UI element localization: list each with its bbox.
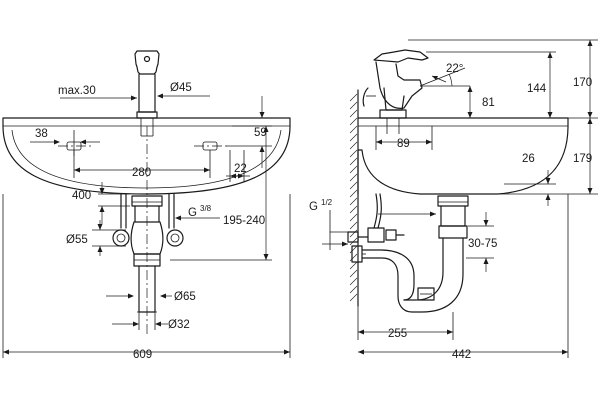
dim-30-75: 30-75 <box>466 212 497 272</box>
dim-max30: max.30 <box>58 85 137 101</box>
dim-26: 26 <box>504 153 556 206</box>
dim-d55: Ø55 <box>66 220 126 256</box>
side-view: 22° 144 170 81 <box>309 39 598 361</box>
d442-label: 442 <box>452 349 471 361</box>
d22-label: 22 <box>234 163 247 175</box>
d30-75-label: 30-75 <box>468 238 497 250</box>
front-faucet <box>134 50 160 137</box>
g38-frac-label: 3/8 <box>200 204 212 213</box>
d609-label: 609 <box>133 349 152 361</box>
d255-label: 255 <box>388 328 407 340</box>
dim-d65: Ø65 <box>106 291 196 303</box>
d59-label: 59 <box>254 127 267 139</box>
side-faucet <box>362 49 429 134</box>
d179-label: 179 <box>573 153 592 165</box>
dim-400: 400 <box>72 182 130 224</box>
dim-g38: G 3/8 <box>175 204 220 221</box>
dim-59: 59 <box>226 96 272 168</box>
side-wall <box>349 89 359 307</box>
side-basin <box>357 117 569 195</box>
d195-240-label: 195-240 <box>223 215 265 227</box>
g12-frac-label: 1/2 <box>321 198 333 207</box>
dim-280: 280 <box>73 150 211 179</box>
front-siphon <box>130 195 164 313</box>
d32-label: Ø32 <box>168 319 190 331</box>
dim-144: 144 <box>426 51 556 118</box>
d45-label: Ø45 <box>170 82 192 94</box>
dim-d45: Ø45 <box>157 82 210 99</box>
d26-label: 26 <box>522 153 535 165</box>
max30-label: max.30 <box>58 85 96 97</box>
dim-g12: G 1/2 <box>309 198 348 250</box>
angle22-label: 22° <box>446 63 463 75</box>
d81-label: 81 <box>482 97 495 109</box>
dim-609: 609 <box>2 194 291 361</box>
side-siphon <box>351 195 469 313</box>
dim-89: 89 <box>375 126 433 150</box>
d65-label: Ø65 <box>174 291 196 303</box>
dim-255: 255 <box>357 306 454 340</box>
dim-81: 81 <box>467 86 495 118</box>
dim-170: 170 <box>408 39 598 119</box>
d400-label: 400 <box>72 190 91 202</box>
d144-label: 144 <box>527 83 547 95</box>
g38-main-label: G <box>188 207 197 219</box>
front-view: max.30 Ø45 38 59 <box>2 50 291 361</box>
d89-label: 89 <box>397 138 410 150</box>
dim-195-240: 195-240 <box>170 125 272 261</box>
d280-label: 280 <box>132 167 151 179</box>
d55-label: Ø55 <box>66 234 88 246</box>
dim-22: 22 <box>226 150 250 182</box>
d38-label: 38 <box>35 128 48 140</box>
dim-442: 442 <box>358 194 569 361</box>
dim-d32: Ø32 <box>112 312 190 331</box>
g12-main-label: G <box>309 201 318 213</box>
side-supply <box>347 193 436 243</box>
dim-38: 38 <box>30 128 100 156</box>
dim-angle22: 22° <box>419 63 470 87</box>
d170-label: 170 <box>573 77 592 89</box>
